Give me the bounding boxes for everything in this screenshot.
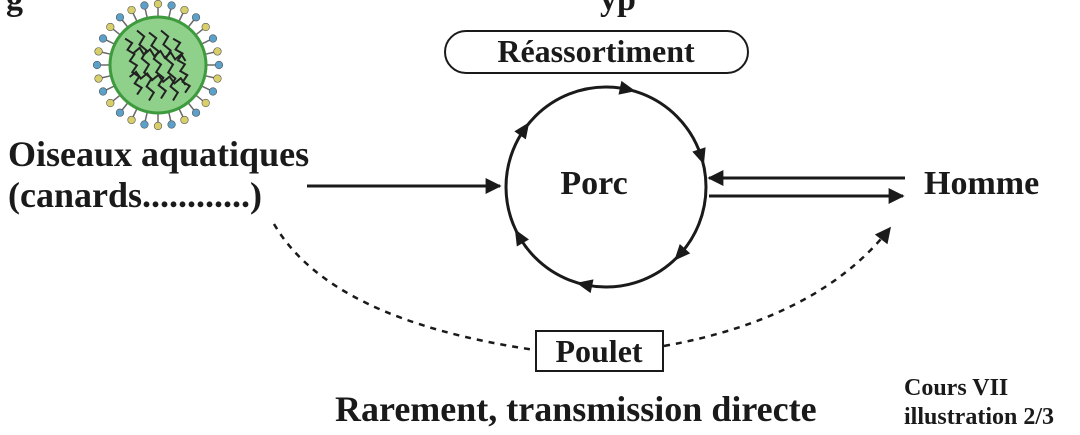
virus-spike [200,85,211,91]
virus-spike-tip [98,34,108,43]
human-label: Homme [924,165,1039,202]
virus-spike-tip [127,115,136,125]
virus-spike-tip [94,47,103,56]
virus-spike [101,74,112,79]
dashed-path-source-to-chicken [272,223,536,352]
virus-spike [132,107,138,118]
virus-spike [195,94,204,102]
cycle-arrowheads [514,80,706,294]
influenza-virus-icon [92,0,224,131]
virus-spike [187,19,195,28]
virus-spike [204,74,215,79]
virus-spike [204,51,215,56]
cycle-arrowhead [692,147,706,165]
virus-spike-tip [214,60,224,70]
virus-rna-segment [136,29,156,102]
virus-rna-segment [160,29,180,102]
virus-rna-segment [148,31,168,100]
reassortment-badge [444,30,749,74]
virus-spike-tip [92,60,102,70]
virus-spike-tip [127,5,136,15]
reassortment-label: Réassortiment [497,33,695,69]
virus-spike-tip [98,87,108,96]
cycle-arrowhead [674,244,691,261]
virus-spike [144,111,149,122]
virus-spike [112,94,121,102]
pig-label: Porc [560,165,627,202]
virus-spike [101,51,112,56]
course-ref-line1: Cours VII [904,375,1008,401]
virus-spike-tip [213,47,222,56]
virus-spike [167,8,172,19]
course-ref-line2: illustration 2/3 [904,404,1054,430]
virus-spike [105,39,116,45]
virus-spike [112,28,121,36]
cycle-arrowhead [576,279,594,294]
virus-spike-tip [213,74,222,83]
virus-spike-tip [180,5,189,15]
virus-spike-tip [191,13,201,22]
virus-spike-tip [201,22,210,32]
virus-spike-tip [140,120,149,129]
title-fragment-left: g [6,0,23,18]
virus-spike-tip [208,34,218,43]
virus-spike [200,39,211,45]
virus-spike [178,12,184,23]
dashed-arrow-chicken-to-human [663,226,891,348]
source-label-line1: Oiseaux aquatiques [8,134,309,174]
virus-rna-segment [132,46,187,62]
virus-spike-tip [167,120,176,129]
virus-spike-tip [106,98,115,108]
virus-spike [178,107,184,118]
virus-spike-tip [153,121,163,131]
virus-spike [144,8,149,19]
virus-spike [121,102,129,111]
virus-spike-tip [115,108,125,117]
virus-spike-tip [208,87,218,96]
cycle-arrowhead [514,229,529,247]
virus-spike-tip [191,108,201,117]
cycle-arrowhead [618,80,636,95]
virus-spike [132,12,138,23]
cycle-arrowhead [514,122,530,140]
virus-spike [121,19,129,28]
source-label-line2: (canards............) [8,175,262,215]
caption: Rarement, transmission directe [335,389,817,429]
virus-spike-tip [153,0,163,9]
virus-rna-segment [124,37,144,96]
virus-spike-tip [140,1,149,10]
virus-spike-tip [115,13,125,22]
virus-rna-segment [128,70,187,86]
chicken-label: Poulet [555,333,642,369]
virus-spike-tip [167,1,176,10]
pig-cycle-circle [504,85,708,289]
virus-spike-tip [180,115,189,125]
virus-spike-tip [106,22,115,32]
virus-spike [105,85,116,91]
virus-spike-tip [201,98,210,108]
virus-spike [187,102,195,111]
chicken-box [535,330,664,372]
virus-spike [195,28,204,36]
title-fragment-right: yp [600,0,636,18]
virus-spike [167,111,172,122]
virus-spike-tip [94,74,103,83]
